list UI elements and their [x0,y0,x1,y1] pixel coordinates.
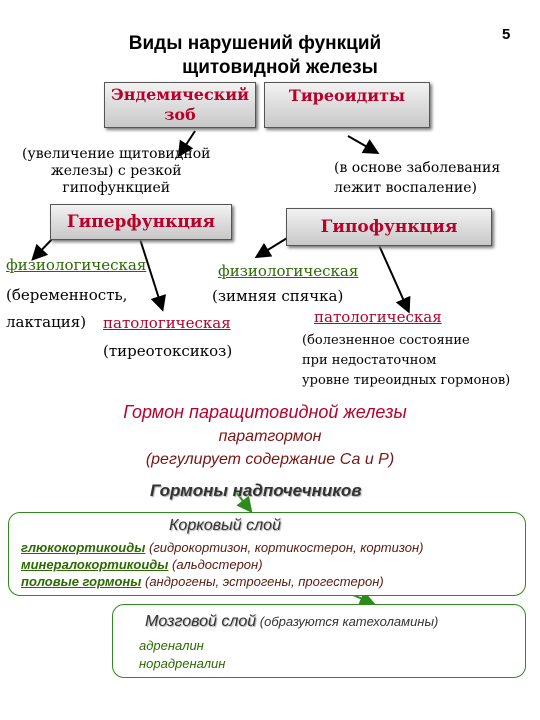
arrow-thyroiditis-desc [347,135,380,154]
arrow-hypo-patho [377,242,411,314]
cortex-row-name: половые гормоны [21,574,142,589]
cortex-row-name: глюкокортикоиды [21,540,146,555]
hyperfunction-label: Гиперфункция [66,212,216,232]
endemic-description: (увеличение щитовидной железы) с резкой … [22,146,210,197]
hypofunction-label: Гипофункция [320,217,458,237]
parathyroid-role: (регулирует содержание Са и Р) [145,451,395,468]
medulla-heading: Мозговой слой (образуются катехоламины) [145,613,438,631]
thyroiditis-description: (в основе заболевания лежит воспаление) [334,158,500,198]
medulla-list: адреналин норадреналин [139,637,225,673]
endemic-label-line-2: зоб [164,105,196,124]
thyroiditis-desc-line-2: лежит воспаление) [334,180,478,196]
cortex-row: половые гормоны (андрогены, эстрогены, п… [21,573,423,590]
hyperfunction-box: Гиперфункция [50,204,232,240]
arrow-endemic-desc [177,130,196,158]
cortex-list: глюкокортикоиды (гидрокортизон, кортикос… [21,539,423,590]
arrow-hyper-patho [139,238,166,312]
cortex-title: Корковый слой [169,517,281,534]
hypofunction-box: Гипофункция [286,208,492,246]
parathyroid-title: Гормон паращитовидной железы [123,402,407,422]
list-item: адреналин [139,638,204,653]
cortex-row: минералокортикоиды (альдостерон) [21,556,423,573]
arrow-adrenal-cortex [235,491,253,514]
hyper-pathological: патологическая [103,314,231,332]
thyroiditis-label: Тиреоидиты [288,86,406,105]
cortex-row-detail: (альдостерон) [168,557,263,572]
endemic-desc-line-1: (увеличение щитовидной [22,146,211,162]
medulla-title: Мозговой слой [145,613,257,630]
endemic-desc-line-2: железы) с резкой [50,163,182,179]
medulla-box: Мозговой слой (образуются катехоламины) … [112,604,526,678]
medulla-note: (образуются катехоламины) [256,614,439,629]
thyroiditis-box: Тиреоидиты [264,82,430,128]
cortex-row-detail: (андрогены, эстрогены, прогестерон) [141,574,384,589]
hyper-physiological: физиологическая [6,256,147,274]
hypo-patho-desc-line-3: уровне тиреоидных гормонов) [302,373,511,388]
cortex-row: глюкокортикоиды (гидрокортизон, кортикос… [21,539,423,556]
hypo-patho-description: (болезненное состояние при недостаточном… [302,331,510,391]
hyper-physio-desc-line-1: (беременность, [6,286,128,304]
adrenal-title: Гормоны надпочечников [150,481,362,500]
endemic-label-line-1: Эндемический [111,85,249,104]
cortex-row-detail: (гидрокортизон, кортикостерон, кортизон) [145,540,424,555]
hypo-pathological: патологическая [314,308,442,326]
page-title: Виды нарушений функций щитовидной железы [0,32,540,80]
hypo-physio-desc: (зимняя спячка) [212,287,344,305]
hyper-physio-desc-line-2: лактация) [6,313,87,331]
page-number: 5 [502,26,511,43]
thyroiditis-desc-line-1: (в основе заболевания [334,160,501,176]
parathyroid-hormone: паратгормон [218,428,322,445]
hypo-patho-desc-line-1: (болезненное состояние [302,333,470,348]
title-line-1: Виды нарушений функций [128,33,382,54]
cortex-box: Корковый слой глюкокортикоиды (гидрокорт… [8,512,526,596]
hyper-patho-desc: (тиреотоксикоз) [103,342,233,360]
list-item: норадреналин [139,656,226,671]
hypo-patho-desc-line-2: при недостаточном [302,353,437,368]
cortex-row-name: минералокортикоиды [21,557,169,572]
endemic-goiter-box: Эндемический зоб [104,82,256,128]
endemic-desc-line-3: гипофункцией [62,180,171,196]
hypo-physiological: физиологическая [218,262,359,280]
title-line-2: щитовидной железы [182,57,378,78]
